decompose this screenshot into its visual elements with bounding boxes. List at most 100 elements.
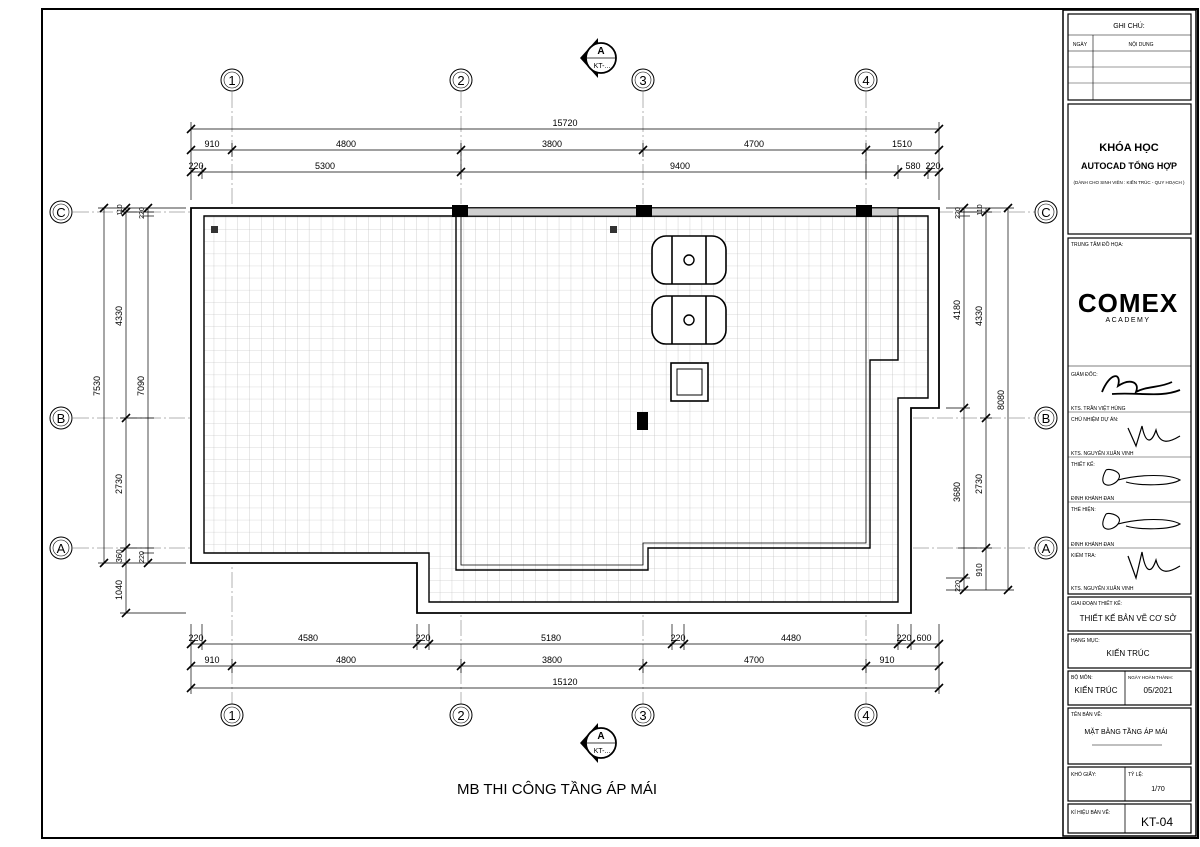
- tb-sheet-name-value: MẶT BẰNG TẦNG ÁP MÁI: [1084, 726, 1167, 736]
- dim-top-r1-0: 910: [204, 139, 219, 149]
- dimensions-left: [98, 203, 186, 618]
- grid-label-3-top: 3: [639, 73, 646, 88]
- tb-course-subtitle: AUTOCAD TỔNG HỢP: [1081, 160, 1177, 171]
- tb-course-title: KHÓA HỌC: [1099, 141, 1159, 154]
- grid-label-c-left: C: [56, 205, 65, 220]
- signature-director: [1101, 375, 1181, 396]
- dim-top-r1-2: 3800: [542, 139, 562, 149]
- roof-beam-strip: [460, 207, 899, 217]
- dim-left-in-3: 2730: [114, 474, 124, 494]
- grid-label-1-bottom: 1: [228, 708, 235, 723]
- dim-top-r1-4: 1510: [892, 139, 912, 149]
- grid-label-b-right: B: [1042, 411, 1051, 426]
- tb-item-value: KIẾN TRÚC: [1107, 648, 1150, 658]
- section-letter-top: A: [597, 46, 604, 57]
- dim-bot-r2-2: 3800: [542, 655, 562, 665]
- dim-left-outer: 7530: [92, 376, 102, 396]
- signature-check: [1127, 551, 1181, 581]
- column: [636, 205, 652, 217]
- dim-left-in-0: 110: [117, 204, 124, 215]
- tb-scale-value: 1/70: [1151, 786, 1165, 793]
- dimension-labels-left: 7530 7090 110 220 4330 2730 360 220 1040: [92, 204, 146, 600]
- tb-check-label: KIỂM TRA:: [1071, 552, 1096, 559]
- grid-label-4-top: 4: [862, 73, 869, 88]
- tb-notes-header: GHI CHÚ:: [1113, 21, 1145, 30]
- dim-top-r2-3: 580: [905, 161, 920, 171]
- grid-label-2-bottom: 2: [457, 708, 464, 723]
- tb-date-value: 05/2021: [1144, 686, 1173, 695]
- column: [452, 205, 468, 217]
- tb-code-label: KÍ HIỆU BẢN VẼ:: [1071, 808, 1110, 816]
- dimension-labels-top: 15720 910 4800 3800 4700 1510 220 5300 9…: [188, 118, 940, 171]
- dim-bot-r1-0: 220: [188, 633, 203, 643]
- grid-label-1-top: 1: [228, 73, 235, 88]
- dim-top-total: 15720: [552, 118, 577, 128]
- section-ref-bottom: KT-...: [594, 748, 611, 755]
- tb-drawn-name: ĐINH KHÁNH ĐAN: [1071, 541, 1114, 548]
- column: [637, 412, 648, 430]
- sheet-frame: [41, 8, 1199, 839]
- roof-plan: [190, 205, 940, 614]
- floor-drain: [610, 226, 617, 233]
- dim-left-in-5: 220: [139, 551, 146, 563]
- section-letter-bottom: A: [597, 731, 604, 742]
- grid-bubbles-bottom: 1 2 3 4: [220, 703, 878, 727]
- tb-pm-name: KTS. NGUYỄN XUÂN VINH: [1071, 450, 1134, 457]
- dim-bot-r1-7: 600: [916, 633, 931, 643]
- dim-top-r1-3: 4700: [744, 139, 764, 149]
- tb-director-name: KTS. TRẦN VIỆT HÙNG: [1071, 404, 1126, 412]
- dim-right-mid-0: 4330: [974, 306, 984, 326]
- dim-right-mid-1: 2730: [974, 474, 984, 494]
- water-tank-2: [651, 295, 727, 345]
- dim-bot-r1-6: 220: [896, 633, 911, 643]
- dimensions-top: [186, 122, 944, 200]
- tb-date-label: NGÀY HOÀN THÀNH:: [1128, 674, 1173, 680]
- dimension-labels-right: 8080 4330 2730 110 220 4180 3680 910 220: [952, 204, 1006, 592]
- dim-top-r2-4: 220: [925, 161, 940, 171]
- dimension-labels-bottom: 220 4580 220 5180 220 4480 220 600 910 4…: [188, 633, 931, 687]
- dim-bot-r2-1: 4800: [336, 655, 356, 665]
- dim-right-in-4: 910: [975, 563, 984, 577]
- dim-left-in-2: 4330: [114, 306, 124, 326]
- signature-design: [1102, 468, 1182, 486]
- comex-logo: COMEX: [1078, 288, 1178, 318]
- floor-drain: [211, 226, 218, 233]
- dim-right-in-3: 3680: [952, 482, 962, 502]
- comex-logo-sub: ACADEMY: [1105, 317, 1150, 324]
- title-block: GHI CHÚ: NGÀY NỘI DUNG KHÓA HỌC AUTOCAD …: [1062, 9, 1197, 837]
- tb-center-label: TRUNG TÂM ĐỒ HỌA:: [1071, 241, 1123, 248]
- tb-scale-label: TỶ LỆ:: [1128, 770, 1143, 778]
- roof-hatch: [670, 362, 709, 402]
- tb-dept-label: BỘ MÔN:: [1071, 674, 1093, 681]
- dim-right-outer: 8080: [996, 390, 1006, 410]
- tb-notes-col-date: NGÀY: [1073, 41, 1088, 48]
- water-tank-1: [651, 235, 727, 285]
- tb-director-label: GIÁM ĐỐC:: [1071, 371, 1098, 378]
- dim-left-in-1: 220: [139, 207, 146, 219]
- section-marker-top: A KT-...: [580, 38, 617, 78]
- tb-course-note: (DÀNH CHO SINH VIÊN : KIẾN TRÚC - QUY HO…: [1073, 178, 1185, 185]
- grid-bubbles-sides: C B A C B A: [49, 200, 1058, 560]
- grid-label-3-bottom: 3: [639, 708, 646, 723]
- grid-label-b-left: B: [57, 411, 66, 426]
- grid-label-2-top: 2: [457, 73, 464, 88]
- slab-tile-area: [203, 215, 929, 603]
- dim-bot-r1-2: 220: [415, 633, 430, 643]
- grid-label-a-right: A: [1042, 541, 1051, 556]
- dim-bot-r1-3: 5180: [541, 633, 561, 643]
- tb-phase-value: THIẾT KẾ BẢN VẼ CƠ SỞ: [1080, 613, 1177, 623]
- tb-drawn-label: THỂ HIỆN:: [1071, 505, 1096, 513]
- tb-pm-label: CHỦ NHIỆM DỰ ÁN:: [1071, 415, 1118, 423]
- dim-bot-r1-4: 220: [670, 633, 685, 643]
- tb-paper-label: KHỔ GIẤY:: [1071, 771, 1096, 778]
- dim-bot-r2-3: 4700: [744, 655, 764, 665]
- tb-sheet-name-label: TÊN BẢN VẼ:: [1071, 710, 1102, 718]
- section-ref-top: KT-...: [594, 63, 611, 70]
- dim-right-in-5: 220: [955, 580, 962, 592]
- dim-top-r2-0: 220: [188, 161, 203, 171]
- signature-pm: [1127, 425, 1181, 448]
- dim-top-r2-1: 5300: [315, 161, 335, 171]
- column: [856, 205, 872, 217]
- dim-bot-total: 15120: [552, 677, 577, 687]
